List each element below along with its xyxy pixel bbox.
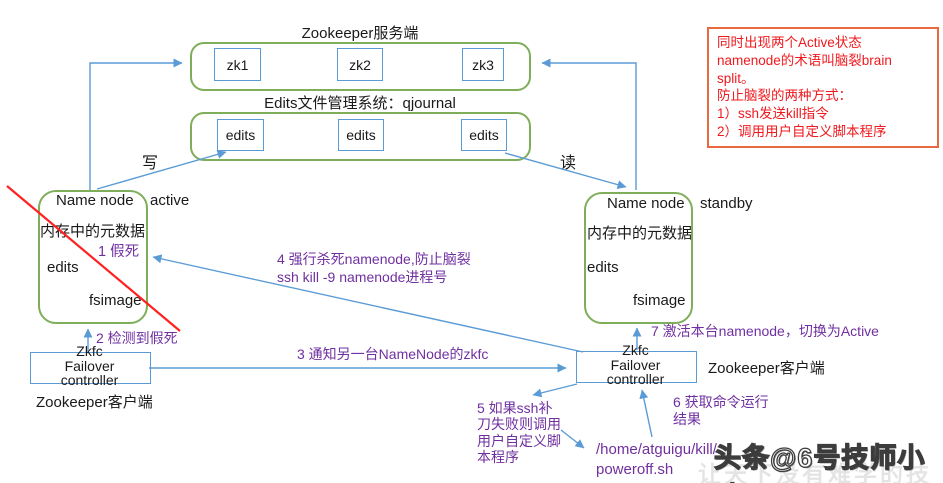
edits-node: edits	[338, 119, 384, 151]
brain-split-note: 同时出现两个Active状态 namenode的术语叫脑裂brain split…	[707, 27, 939, 148]
note-line: 1）ssh发送kill指令	[717, 106, 829, 122]
ghost-watermark: 让天下没有难学的技术	[698, 461, 932, 483]
arrow-step5-to-script	[560, 429, 585, 449]
write-label: 写	[142, 155, 159, 172]
namenode-active-state: active	[150, 192, 190, 209]
zkfc-right-box	[576, 351, 697, 383]
note-line: 同时出现两个Active状态	[717, 35, 862, 50]
read-label: 读	[560, 155, 577, 172]
arrow-step5-call-script	[532, 383, 578, 398]
namenode-standby-box	[584, 192, 693, 324]
namenode-active-fsimage: fsimage	[89, 292, 142, 309]
zkfc-right-client-label: Zookeeper客户端	[708, 360, 825, 377]
namenode-standby-state: standby	[700, 195, 753, 212]
namenode-standby-memory: 内存中的元数据	[587, 225, 693, 242]
step5-label: 5 如果ssh补刀失败则调用用户自定义脚本程序	[477, 400, 561, 466]
namenode-standby-title: Name node	[607, 195, 685, 212]
namenode-active-title: Name node	[56, 192, 134, 209]
note-line: namenode的术语叫脑裂brain	[717, 52, 892, 68]
zk-node: zk3	[462, 48, 504, 81]
step7-label: 7 激活本台namenode，切换为Active	[651, 323, 879, 339]
note-line: 防止脑裂的两种方式：	[717, 88, 852, 104]
edits-node: edits	[461, 119, 507, 151]
namenode-active-edits: edits	[47, 259, 79, 276]
note-line: 2）调用用户自定义脚本程序	[717, 124, 887, 140]
arrow-nn-left-to-zookeeper	[89, 58, 183, 190]
zk-node: zk2	[337, 48, 383, 81]
step1-label: 1 假死	[98, 244, 140, 260]
namenode-standby-fsimage: fsimage	[633, 292, 686, 309]
zookeeper-title: Zookeeper服务端	[301, 25, 419, 42]
zkfc-left-label: Zkfc Failover controller	[60, 343, 119, 388]
zkfc-left-client-label: Zookeeper客户端	[36, 394, 153, 411]
zk-node: zk1	[214, 48, 261, 81]
step3-label: 3 通知另一台NameNode的zkfc	[297, 346, 489, 362]
arrow-nn-right-to-zookeeper	[541, 58, 637, 190]
arrow-step6-result	[639, 389, 653, 438]
zkfc-right-label: Zkfc Failover controller	[606, 342, 665, 387]
note-line: split。	[717, 70, 755, 86]
edits-node: edits	[217, 119, 264, 151]
step6-label: 6 获取命令运行结果	[673, 394, 769, 427]
namenode-standby-edits: edits	[587, 259, 619, 276]
step2-label: 2 检测到假死	[96, 330, 178, 346]
watermark: 头条@6号技师小孙	[713, 442, 926, 483]
step4-label: 4 强行杀死namenode,防止脑裂 ssh kill -9 namenode…	[277, 251, 471, 286]
qjournal-title: Edits文件管理系统：qjournal	[264, 95, 456, 112]
script-path-label: /home/atguigu/kill/ poweroff.sh	[596, 441, 717, 478]
namenode-active-memory: 内存中的元数据	[40, 223, 146, 240]
